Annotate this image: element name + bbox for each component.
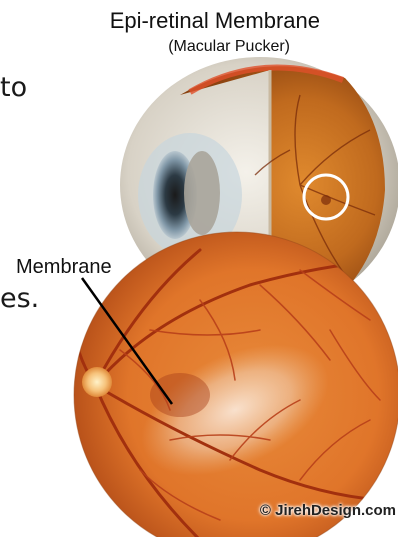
figure-subtitle: (Macular Pucker): [0, 38, 398, 56]
credit-text: © JirehDesign.com: [260, 502, 396, 519]
figure-title: Epi-retinal Membrane: [0, 8, 398, 34]
membrane-label: Membrane: [16, 256, 112, 279]
retina-closeup: [73, 232, 398, 537]
optic-disc: [82, 367, 112, 397]
